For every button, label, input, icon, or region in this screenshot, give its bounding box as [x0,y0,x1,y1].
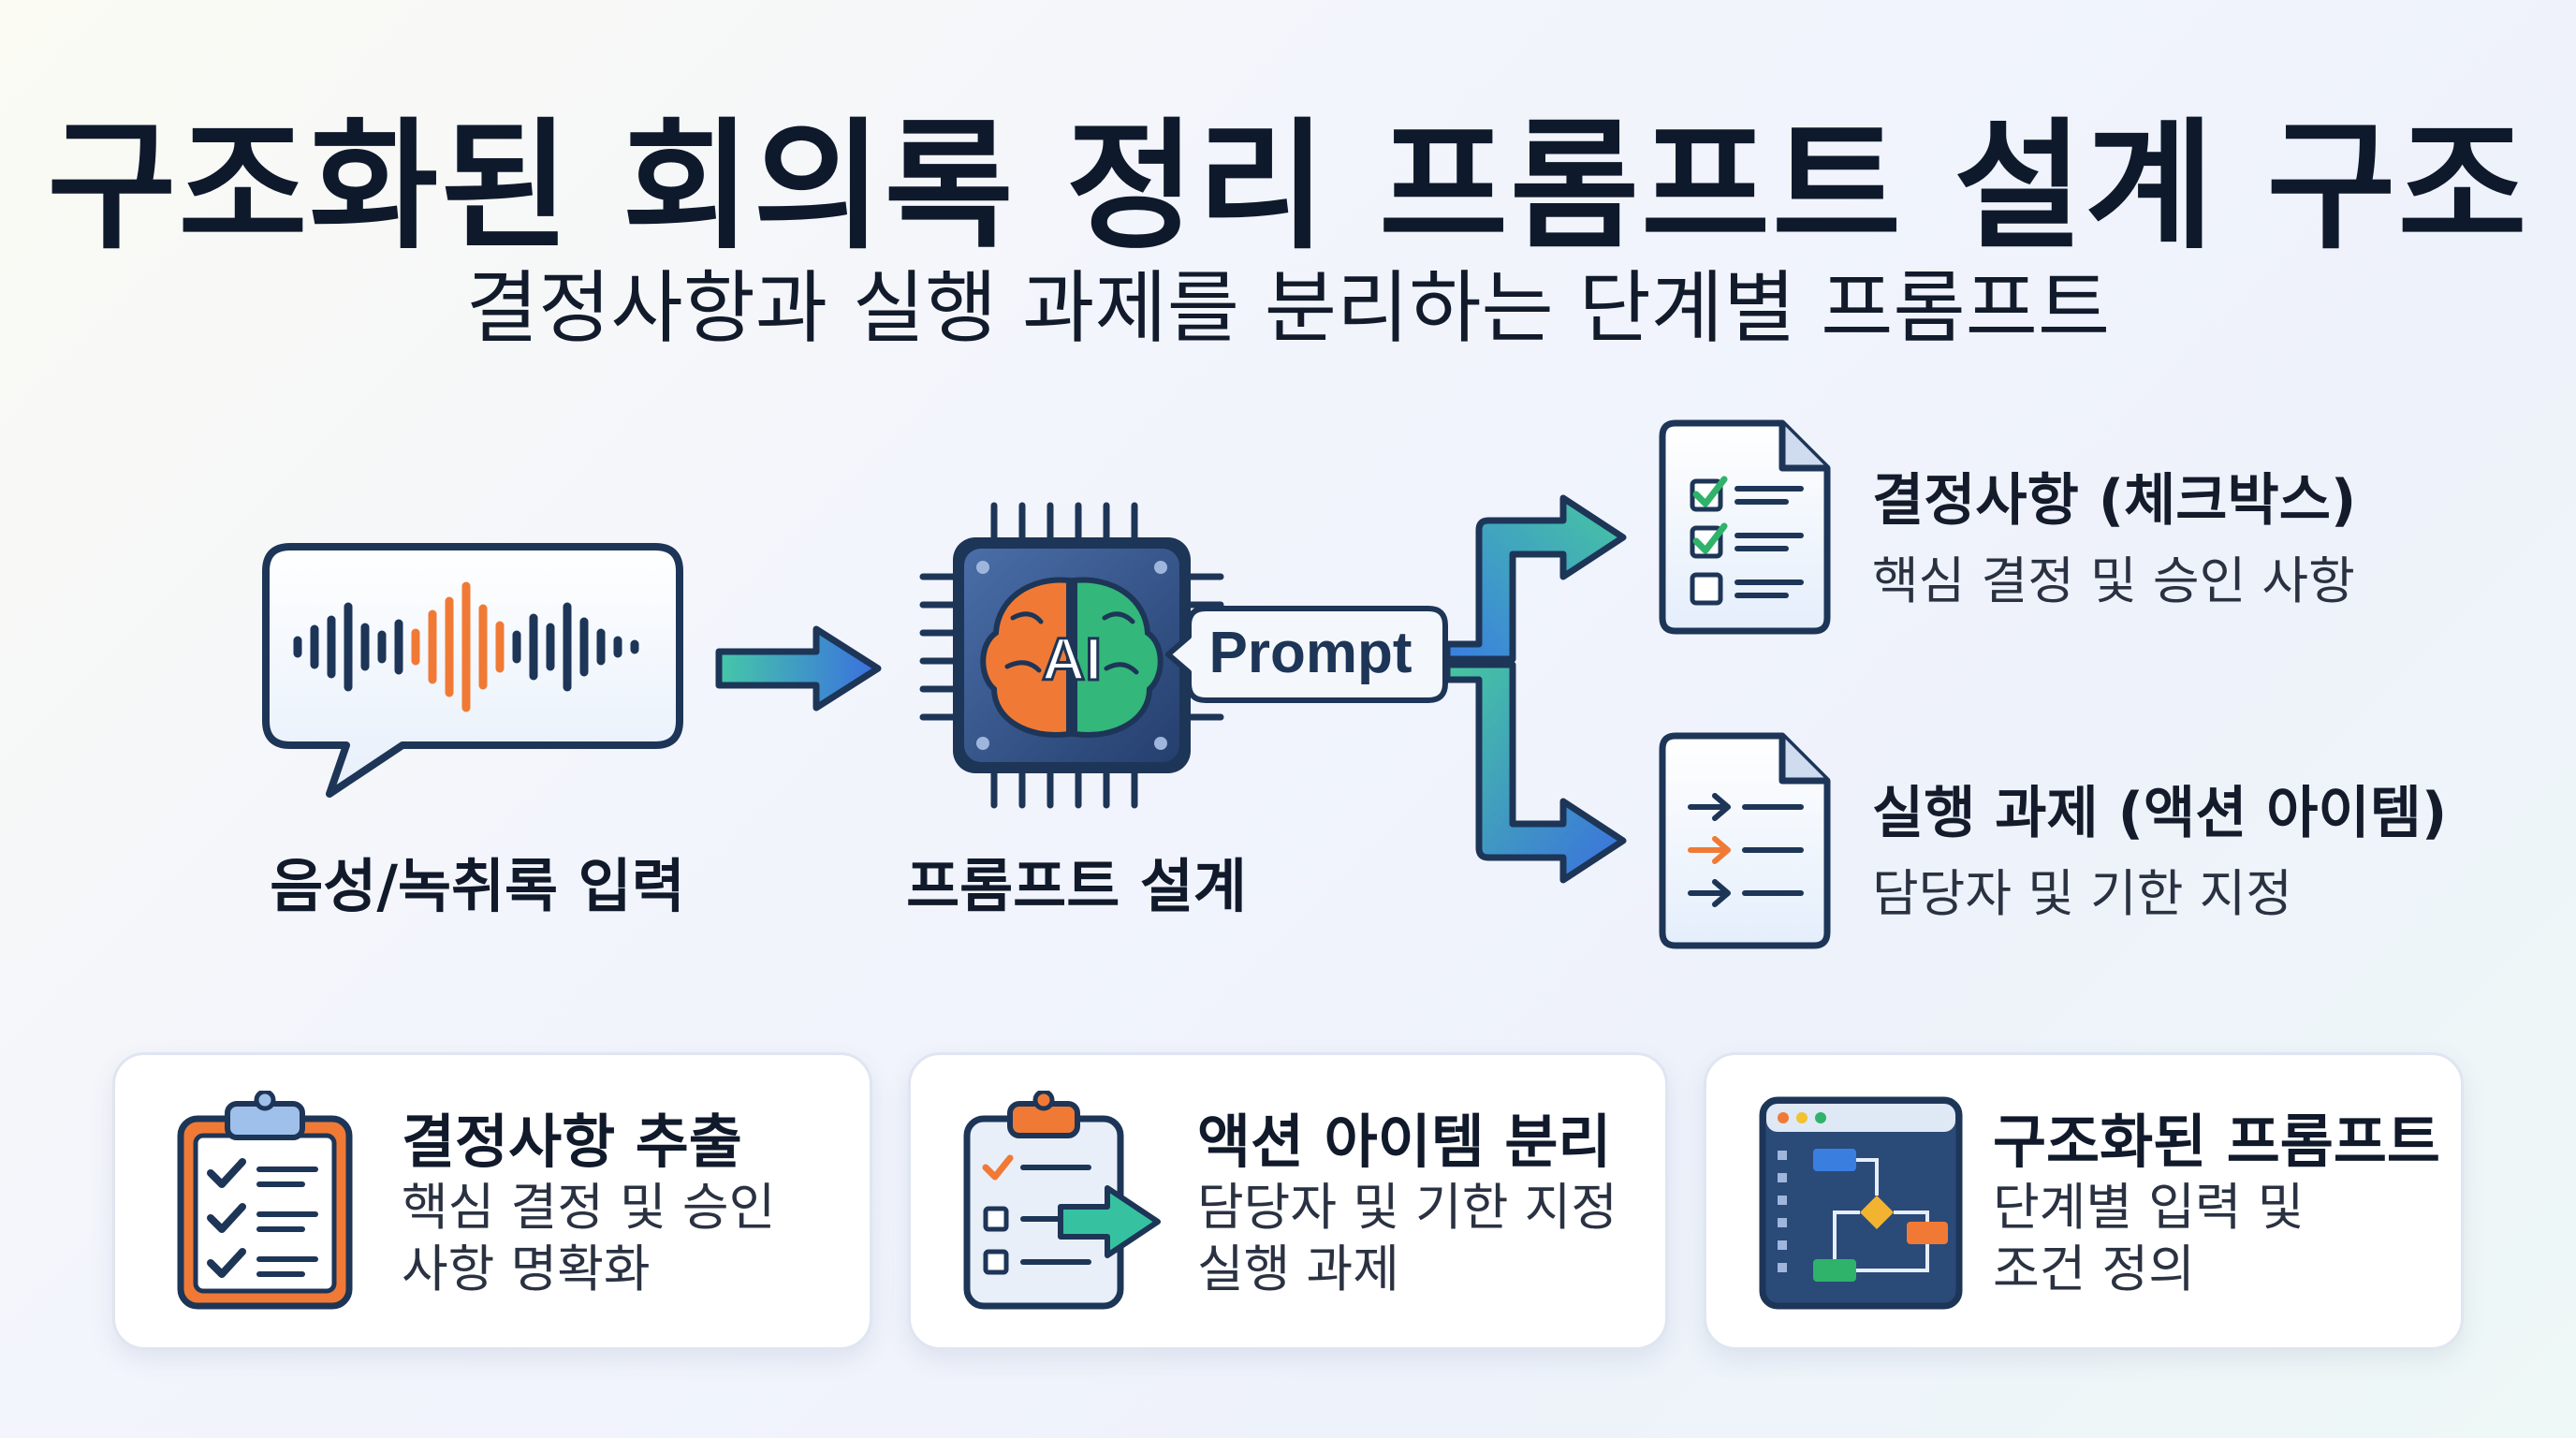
speech-bubble-waveform-icon [262,543,683,798]
prompt-tag-label: Prompt [1209,621,1412,685]
clipboard-arrow-icon [963,1091,1161,1310]
output-decisions-title: 결정사항 (체크박스) [1872,468,2357,534]
card-title: 구조화된 프롬프트 [1993,1108,2440,1176]
page-subtitle: 결정사항과 실행 과제를 분리하는 단계별 프롬프트 [465,262,2111,354]
ai-chip-icon [919,502,1224,809]
branch-arrow-down-icon [1443,661,1627,884]
prompt-tag [1165,606,1448,703]
card-desc: 단계별 입력 및 조건 정의 [1993,1178,2305,1299]
chip-ai-text: AI [1042,625,1102,693]
card-desc: 담당자 및 기한 지정 실행 과제 [1197,1178,1617,1299]
card-structured-prompt: 구조화된 프롬프트 단계별 입력 및 조건 정의 [1704,1052,2464,1350]
action-items-document-icon [1659,732,1831,949]
output-decisions-desc: 핵심 결정 및 승인 사항 [1872,551,2355,610]
output-actions-desc: 담당자 및 기한 지정 [1872,864,2292,923]
output-actions-title: 실행 과제 (액션 아이템) [1872,781,2448,846]
checklist-document-icon [1659,419,1831,635]
input-label: 음성/녹취록 입력 [270,852,685,920]
arrow-right-icon [715,625,882,712]
clipboard-checklist-icon [177,1091,353,1310]
page-title: 구조화된 회의록 정리 프롬프트 설계 구조 [47,106,2529,269]
card-decision-extraction: 결정사항 추출 핵심 결정 및 승인 사항 명확화 [112,1052,872,1350]
design-label: 프롬프트 설계 [906,852,1247,920]
card-title: 결정사항 추출 [402,1108,742,1176]
branch-arrow-up-icon [1443,494,1627,663]
card-desc: 핵심 결정 및 승인 사항 명확화 [402,1178,776,1299]
card-title: 액션 아이템 분리 [1197,1108,1612,1176]
card-action-separation: 액션 아이템 분리 담당자 및 기한 지정 실행 과제 [908,1052,1668,1350]
flowchart-window-icon [1759,1096,1963,1310]
